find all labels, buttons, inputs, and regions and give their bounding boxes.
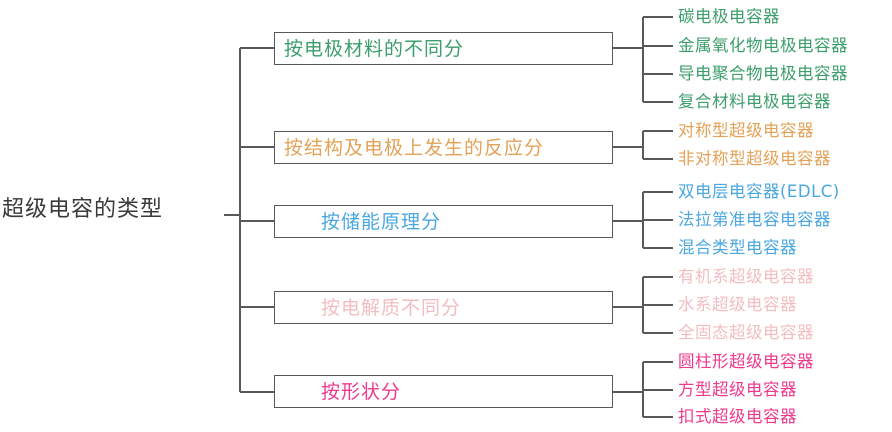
branch-box-1-label: 按电极材料的不同分 (284, 37, 465, 60)
branch-box-3-label: 按储能原理分 (321, 210, 442, 233)
branch-box-2[interactable]: 按结构及电极上发生的反应分 (274, 131, 613, 164)
leaf-4-1[interactable]: 有机系超级电容器 (678, 267, 814, 286)
leaf-4-2[interactable]: 水系超级电容器 (678, 295, 797, 314)
leaf-5-3[interactable]: 扣式超级电容器 (678, 407, 797, 426)
branch-box-5[interactable]: 按形状分 (274, 375, 613, 408)
leaf-3-2[interactable]: 法拉第准电容电容器 (678, 210, 831, 229)
root-label: 超级电容的类型 (2, 197, 164, 222)
leaf-1-4[interactable]: 复合材料电极电容器 (678, 92, 831, 111)
leaf-3-1[interactable]: 双电层电容器(EDLC) (678, 182, 840, 201)
leaf-1-3[interactable]: 导电聚合物电极电容器 (678, 64, 848, 83)
branch-box-5-label: 按形状分 (321, 380, 402, 403)
branch-box-4-label: 按电解质不同分 (321, 296, 462, 319)
leaf-1-2[interactable]: 金属氧化物电极电容器 (678, 36, 848, 55)
leaf-2-2[interactable]: 非对称型超级电容器 (678, 149, 831, 168)
leaf-1-1[interactable]: 碳电极电容器 (678, 7, 780, 26)
leaf-2-1[interactable]: 对称型超级电容器 (678, 121, 814, 140)
leaf-5-2[interactable]: 方型超级电容器 (678, 380, 797, 399)
leaf-5-1[interactable]: 圆柱形超级电容器 (678, 352, 814, 371)
leaf-3-3[interactable]: 混合类型电容器 (678, 238, 797, 257)
branch-box-4[interactable]: 按电解质不同分 (274, 291, 613, 324)
branch-box-1[interactable]: 按电极材料的不同分 (274, 32, 613, 65)
leaf-4-3[interactable]: 全固态超级电容器 (678, 323, 814, 342)
branch-box-3[interactable]: 按储能原理分 (274, 205, 613, 238)
branch-box-2-label: 按结构及电极上发生的反应分 (284, 136, 545, 159)
